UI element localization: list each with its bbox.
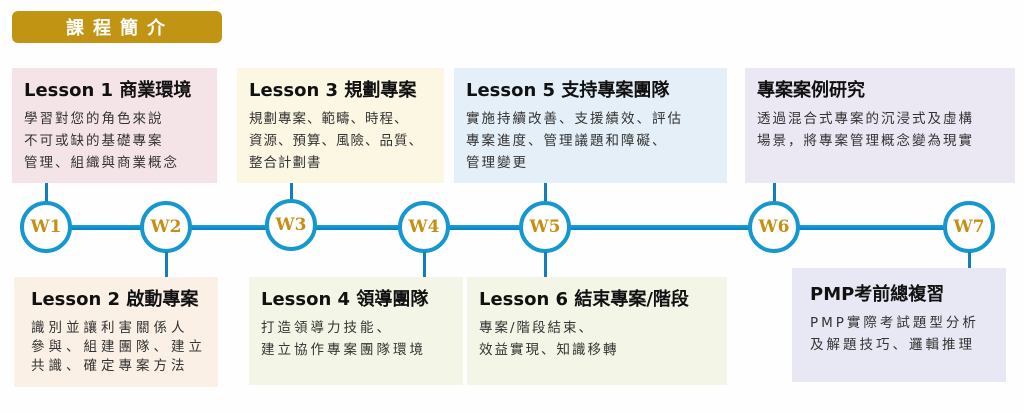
connector-line bbox=[544, 252, 547, 277]
card-title: 專案案例研究 bbox=[757, 80, 865, 101]
week-node-w2: W2 bbox=[140, 201, 192, 253]
card-title: PMP考前總複習 bbox=[810, 284, 945, 305]
desc-line: 管理變更 bbox=[466, 155, 528, 171]
connector-line bbox=[290, 183, 293, 203]
card-description: PMP實際考試題型分析 及解題技巧、邏輯推理 bbox=[810, 312, 996, 356]
week-node-w3: W3 bbox=[265, 199, 317, 251]
week-node-w4: W4 bbox=[398, 201, 450, 253]
connector-line bbox=[773, 183, 776, 203]
desc-line: 透過混合式專案的沉浸式及虛構 bbox=[757, 111, 974, 127]
card-title: Lesson 4 領導團隊 bbox=[261, 289, 429, 310]
desc-line: 建立協作專案團隊環境 bbox=[261, 342, 426, 358]
desc-line: 管理、組織與商業概念 bbox=[24, 155, 179, 171]
card-title: Lesson 3 規劃專案 bbox=[249, 80, 417, 101]
timeline-line bbox=[46, 225, 970, 230]
connector-line bbox=[165, 252, 168, 277]
card-description: 實施持續改善、支援績效、評估 專案進度、管理議題和障礙、 管理變更 bbox=[466, 108, 717, 174]
card-description: 打造領導力技能、 建立協作專案團隊環境 bbox=[261, 317, 453, 361]
desc-line: 規劃專案、範疇、時程、 bbox=[249, 111, 409, 127]
desc-line: 不可或缺的基礎專案 bbox=[24, 133, 164, 149]
week-node-w6: W6 bbox=[748, 201, 800, 253]
desc-line: 效益實現、知識移轉 bbox=[479, 342, 619, 358]
desc-line: 實施持續改善、支援績效、評估 bbox=[466, 111, 683, 127]
connector-line bbox=[968, 252, 971, 268]
desc-line: 共識、確定專案方法 bbox=[31, 358, 189, 374]
card-lesson-5: Lesson 5 支持專案團隊 實施持續改善、支援績效、評估 專案進度、管理議題… bbox=[454, 68, 727, 183]
card-lesson-1: Lesson 1 商業環境 學習對您的角色來說 不可或缺的基礎專案 管理、組織與… bbox=[12, 68, 217, 183]
card-title: Lesson 2 啟動專案 bbox=[31, 289, 199, 310]
week-node-w5: W5 bbox=[519, 201, 571, 253]
section-title-badge: 課程簡介 bbox=[12, 11, 222, 43]
desc-line: 整合計劃書 bbox=[249, 155, 322, 171]
card-case-study: 專案案例研究 透過混合式專案的沉浸式及虛構 場景，將專案管理概念變為現實 bbox=[745, 68, 1015, 183]
week-node-w7: W7 bbox=[943, 201, 995, 253]
connector-line bbox=[544, 183, 547, 203]
card-lesson-6: Lesson 6 結束專案/階段 專案/階段結束、 效益實現、知識移轉 bbox=[467, 277, 727, 385]
card-title: Lesson 5 支持專案團隊 bbox=[466, 80, 670, 101]
card-description: 透過混合式專案的沉浸式及虛構 場景，將專案管理概念變為現實 bbox=[757, 108, 1005, 152]
week-node-w1: W1 bbox=[20, 201, 72, 253]
card-description: 規劃專案、範疇、時程、 資源、預算、風險、品質、 整合計劃書 bbox=[249, 108, 434, 174]
card-pmp-review: PMP考前總複習 PMP實際考試題型分析 及解題技巧、邏輯推理 bbox=[792, 268, 1006, 382]
card-title: Lesson 1 商業環境 bbox=[24, 80, 192, 101]
desc-line: 專案進度、管理議題和障礙、 bbox=[466, 133, 668, 149]
card-lesson-4: Lesson 4 領導團隊 打造領導力技能、 建立協作專案團隊環境 bbox=[249, 277, 463, 385]
card-description: 專案/階段結束、 效益實現、知識移轉 bbox=[479, 317, 717, 361]
desc-line: 資源、預算、風險、品質、 bbox=[249, 133, 423, 149]
card-lesson-2: Lesson 2 啟動專案 識別並讓利害關係人 參與、組建團隊、建立 共識、確定… bbox=[14, 277, 218, 387]
card-description: 識別並讓利害關係人 參與、組建團隊、建立 共識、確定專案方法 bbox=[31, 319, 208, 376]
desc-line: 參與、組建團隊、建立 bbox=[31, 339, 206, 355]
desc-line: 打造領導力技能、 bbox=[261, 320, 393, 336]
desc-line: PMP實際考試題型分析 bbox=[810, 315, 979, 331]
desc-line: 場景，將專案管理概念變為現實 bbox=[757, 133, 974, 149]
desc-line: 專案/階段結束、 bbox=[479, 320, 595, 336]
desc-line: 及解題技巧、邏輯推理 bbox=[810, 337, 975, 353]
card-title: Lesson 6 結束專案/階段 bbox=[479, 289, 689, 310]
card-lesson-3: Lesson 3 規劃專案 規劃專案、範疇、時程、 資源、預算、風險、品質、 整… bbox=[237, 68, 444, 183]
connector-line bbox=[45, 183, 48, 203]
desc-line: 識別並讓利害關係人 bbox=[31, 320, 189, 336]
card-description: 學習對您的角色來說 不可或缺的基礎專案 管理、組織與商業概念 bbox=[24, 108, 207, 174]
desc-line: 學習對您的角色來說 bbox=[24, 111, 164, 127]
connector-line bbox=[423, 252, 426, 277]
